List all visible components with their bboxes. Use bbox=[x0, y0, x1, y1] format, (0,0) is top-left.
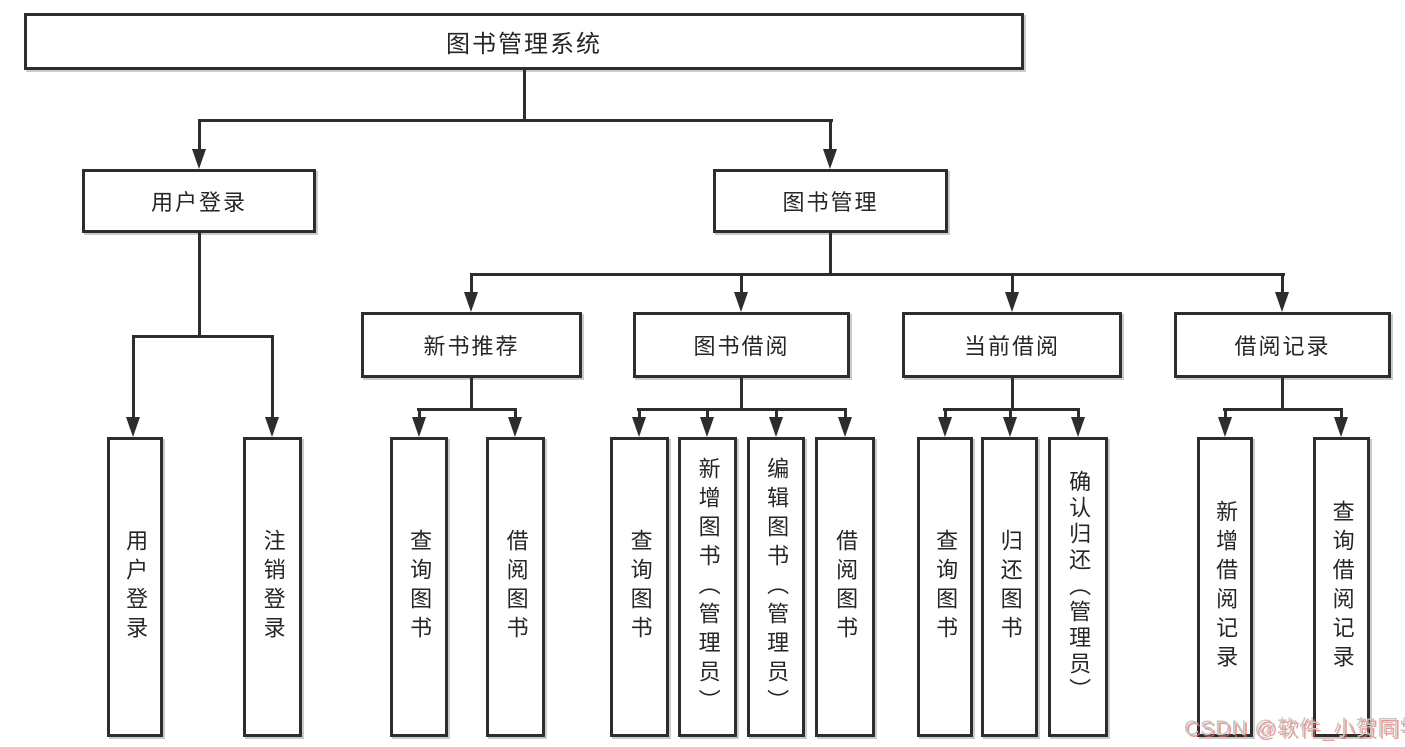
connector-leaf-stem bbox=[132, 335, 135, 419]
arrowhead-module bbox=[464, 292, 478, 312]
leaf-user-login-label: 用户登录 bbox=[123, 529, 149, 645]
arrowhead-leaf bbox=[1218, 417, 1232, 437]
connector-group1-branch bbox=[417, 408, 517, 411]
leaf-borrow-books-recommend: 借阅图书 bbox=[486, 437, 545, 737]
connector-root-stem bbox=[523, 68, 526, 119]
connector-leaf-stem bbox=[271, 335, 274, 419]
connector-leaf-stem bbox=[1009, 408, 1012, 420]
connector-leaf-stem bbox=[1077, 408, 1080, 420]
connector-modules-branch bbox=[470, 273, 1285, 276]
leaf-borrow-books-label: 借阅图书 bbox=[833, 529, 859, 645]
arrowhead-module bbox=[734, 292, 748, 312]
node-book-borrow: 图书借阅 bbox=[633, 312, 850, 378]
node-new-book-recommend-label: 新书推荐 bbox=[423, 334, 520, 359]
connector-group2-down bbox=[740, 378, 743, 408]
connector-module-stem bbox=[470, 273, 473, 295]
leaf-confirm-return-admin: 确认归还（管理员） bbox=[1048, 437, 1108, 737]
connector-group2-branch bbox=[637, 408, 847, 411]
arrowhead-leaf bbox=[769, 417, 783, 437]
connector-group4-down bbox=[1281, 378, 1284, 408]
connector-leaf-stem bbox=[1224, 408, 1227, 420]
arrowhead-leaf bbox=[265, 417, 279, 437]
csdn-watermark: CSDN @软件_小贺同学 bbox=[1184, 717, 1405, 740]
node-user-login-label: 用户登录 bbox=[150, 190, 247, 215]
leaf-logout: 注销登录 bbox=[243, 437, 302, 737]
connector-leaf-stem bbox=[418, 408, 421, 420]
node-current-borrow: 当前借阅 bbox=[902, 312, 1122, 378]
arrowhead-leaf bbox=[838, 417, 852, 437]
arrowhead-module bbox=[1275, 292, 1289, 312]
node-book-borrow-label: 图书借阅 bbox=[693, 334, 790, 359]
node-borrow-records-label: 借阅记录 bbox=[1234, 334, 1331, 359]
node-current-borrow-label: 当前借阅 bbox=[963, 334, 1060, 359]
leaf-return-books-label: 归还图书 bbox=[997, 529, 1023, 645]
node-borrow-records: 借阅记录 bbox=[1174, 312, 1391, 378]
connector-leaf-stem bbox=[638, 408, 641, 420]
leaf-confirm-return-admin-label: 确认归还（管理员） bbox=[1066, 470, 1092, 704]
connector-user-login-down bbox=[198, 233, 201, 335]
leaf-add-borrow-record-label: 新增借阅记录 bbox=[1213, 500, 1239, 674]
arrowhead-leaf bbox=[1003, 417, 1017, 437]
leaf-user-login: 用户登录 bbox=[107, 437, 163, 737]
node-book-mgmt-label: 图书管理 bbox=[782, 190, 879, 215]
leaf-logout-label: 注销登录 bbox=[260, 529, 286, 645]
leaf-query-borrow-record: 查询借阅记录 bbox=[1313, 437, 1370, 737]
leaf-query-books-recommend: 查询图书 bbox=[390, 437, 448, 737]
node-library-system-label: 图书管理系统 bbox=[446, 31, 602, 58]
arrowhead-leaf bbox=[126, 417, 140, 437]
leaf-edit-books-admin-label: 编辑图书（管理员） bbox=[764, 456, 790, 718]
arrowhead-user-login bbox=[192, 149, 206, 169]
connector-group4-branch bbox=[1223, 408, 1343, 411]
leaf-query-books-current: 查询图书 bbox=[917, 437, 973, 737]
connector-leaf-stem bbox=[514, 408, 517, 420]
leaf-add-borrow-record: 新增借阅记录 bbox=[1197, 437, 1253, 737]
node-new-book-recommend: 新书推荐 bbox=[361, 312, 582, 378]
arrowhead-module bbox=[1005, 292, 1019, 312]
leaf-query-borrow-record-label: 查询借阅记录 bbox=[1329, 500, 1355, 674]
leaf-query-books-borrow-label: 查询图书 bbox=[627, 529, 653, 645]
connector-level2-branch bbox=[198, 119, 833, 122]
node-book-mgmt: 图书管理 bbox=[713, 169, 948, 233]
leaf-borrow-books-recommend-label: 借阅图书 bbox=[503, 529, 529, 645]
leaf-edit-books-admin: 编辑图书（管理员） bbox=[747, 437, 805, 737]
connector-user-login-branch bbox=[132, 335, 274, 338]
node-library-system: 图书管理系统 bbox=[24, 13, 1024, 70]
connector-leaf-stem bbox=[775, 408, 778, 420]
connector-module-stem bbox=[1011, 273, 1014, 295]
connector-group3-down bbox=[1011, 378, 1014, 408]
connector-book-mgmt-down bbox=[829, 233, 832, 273]
arrowhead-leaf bbox=[412, 417, 426, 437]
connector-leaf-stem bbox=[844, 408, 847, 420]
arrowhead-leaf bbox=[1071, 417, 1085, 437]
arrowhead-book-mgmt bbox=[823, 149, 837, 169]
connector-module-stem bbox=[1281, 273, 1284, 295]
arrowhead-leaf bbox=[632, 417, 646, 437]
arrowhead-leaf bbox=[508, 417, 522, 437]
connector-leaf-stem bbox=[1340, 408, 1343, 420]
arrowhead-leaf bbox=[938, 417, 952, 437]
arrowhead-leaf bbox=[1334, 417, 1348, 437]
leaf-add-books-admin: 新增图书（管理员） bbox=[678, 437, 737, 737]
connector-book-mgmt-stem bbox=[829, 119, 832, 151]
connector-leaf-stem bbox=[944, 408, 947, 420]
node-user-login: 用户登录 bbox=[82, 169, 316, 233]
connector-leaf-stem bbox=[706, 408, 709, 420]
connector-module-stem bbox=[740, 273, 743, 295]
connector-group1-down bbox=[470, 378, 473, 408]
leaf-query-books-current-label: 查询图书 bbox=[933, 529, 959, 645]
leaf-add-books-admin-label: 新增图书（管理员） bbox=[695, 456, 721, 718]
arrowhead-leaf bbox=[700, 417, 714, 437]
connector-user-login-stem bbox=[198, 119, 201, 151]
leaf-return-books: 归还图书 bbox=[981, 437, 1038, 737]
leaf-query-books-recommend-label: 查询图书 bbox=[407, 529, 433, 645]
leaf-borrow-books: 借阅图书 bbox=[815, 437, 875, 737]
leaf-query-books-borrow: 查询图书 bbox=[610, 437, 669, 737]
